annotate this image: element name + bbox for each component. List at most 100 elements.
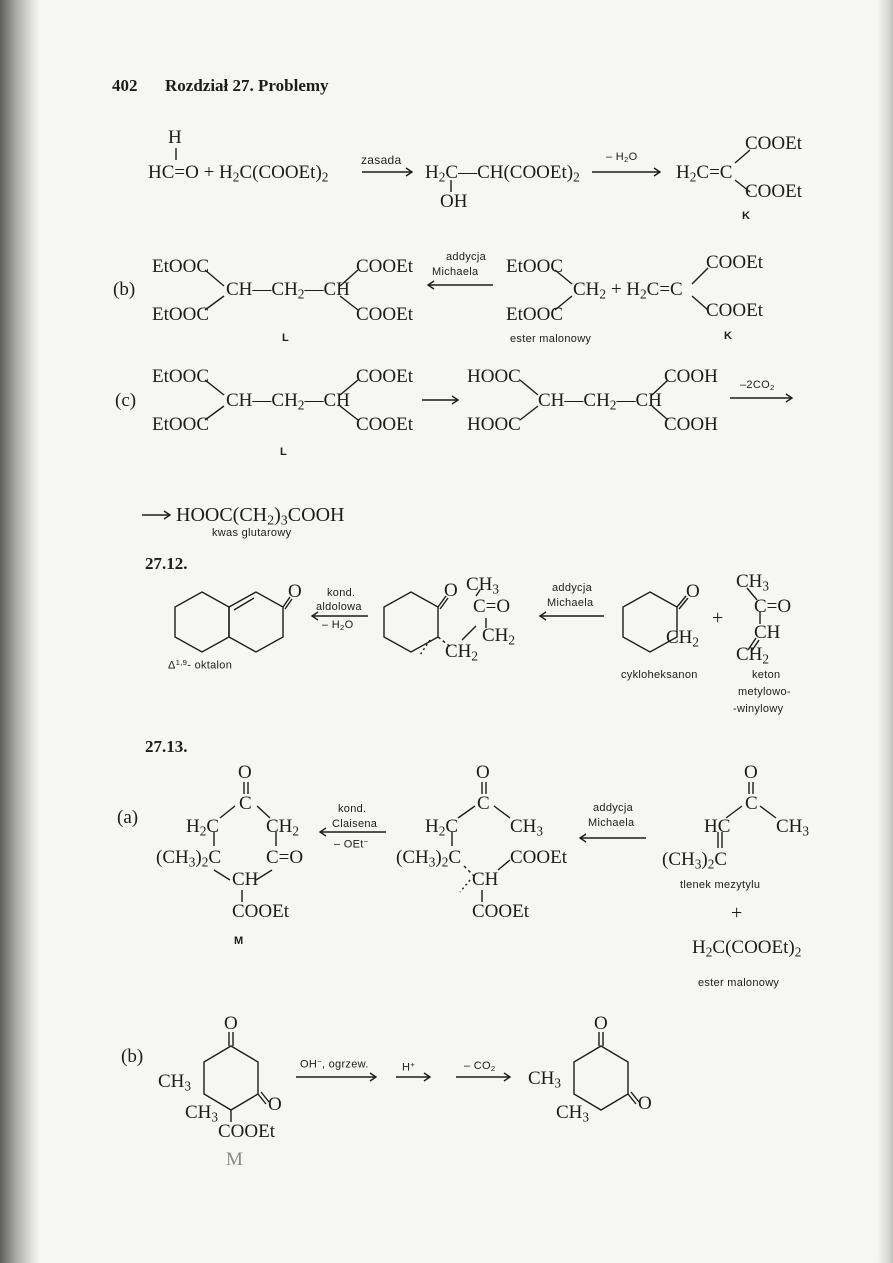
caption-ester-malonowy: ester malonowy: [698, 977, 780, 989]
subscript: 2: [490, 1063, 496, 1073]
methylene-group: CH2: [482, 626, 515, 647]
subscript: 2: [321, 169, 329, 185]
minus-co: –2CO: [740, 379, 770, 391]
subscript: 2: [689, 169, 697, 185]
formaldehyde-label: HC=O + H: [148, 162, 233, 183]
ch-label: CH: [466, 574, 493, 595]
minus-co: – CO: [464, 1060, 491, 1072]
aldol-adduct: H2C—CH(COOEt)2: [425, 163, 580, 184]
subscript: 2: [624, 154, 629, 164]
condition-minus-water: – H2O: [606, 152, 637, 164]
subscript: 3: [211, 1109, 219, 1125]
carbon: C: [206, 816, 220, 837]
subscript: 2: [640, 286, 647, 302]
compound-label-m: M: [234, 935, 244, 947]
ch-label: CH: [445, 641, 472, 662]
compound-label-l: L: [280, 446, 288, 458]
atom-h: H: [425, 816, 439, 837]
methyl-group: CH3: [158, 1072, 191, 1093]
minus-h: – H: [322, 619, 341, 631]
carbonyl-oxygen: O: [288, 581, 302, 602]
acid-group: COOH: [664, 366, 718, 387]
acid-group: HOOC: [467, 414, 521, 435]
part-label-b: (b): [113, 279, 136, 300]
superscript: 1,9: [175, 658, 188, 667]
tetraester-chain: CH—CH2—CH: [226, 279, 350, 302]
problem-number-27-13: 27.13.: [145, 737, 188, 756]
subscript: 2: [297, 286, 305, 302]
methylene-group: H2C: [425, 817, 458, 838]
subscript: 2: [573, 169, 580, 185]
plus-h: + H: [606, 279, 640, 300]
condition-aldolowa: aldolowa: [316, 601, 362, 613]
ch-label: (CH: [662, 849, 695, 870]
caption-kwas-glutarowy: kwas glutarowy: [212, 527, 292, 539]
chain-label: CH—CH: [226, 279, 298, 300]
minus-h: – H: [606, 151, 625, 163]
ch-label: CH: [510, 816, 537, 837]
plus-sign: +: [712, 607, 724, 629]
carbon: C: [714, 849, 728, 870]
subscript: 2: [508, 632, 516, 648]
vinyl-ch: HC: [704, 816, 731, 837]
subscript: 3: [762, 578, 770, 594]
ester-group: COOEt: [356, 366, 413, 387]
subscript: 2: [769, 382, 775, 392]
ester-group: COOEt: [356, 414, 413, 435]
ester-group: COOEt: [232, 901, 289, 922]
subscript: 2: [609, 397, 617, 413]
vinyl-ch: CH: [754, 622, 781, 643]
subscript: 3: [188, 854, 196, 870]
double-bond-label: C=C: [696, 162, 733, 183]
caption-winylowy: -winylowy: [733, 703, 784, 715]
condition-minus-water: – H2O: [322, 620, 353, 632]
problem-number-27-12: 27.12.: [145, 554, 188, 573]
chapter-title: Rozdział 27. Problemy: [165, 76, 329, 95]
subscript: 2: [438, 823, 446, 839]
subscript: 2: [292, 823, 300, 839]
subscript: 2: [201, 854, 209, 870]
chain-label: CH—CH: [226, 390, 298, 411]
caption-oktalon: Δ1,9- oktalon: [168, 659, 232, 671]
ester-group: EtOOC: [152, 256, 209, 277]
condition-addycja: addycja: [446, 251, 487, 263]
ester-group: COOEt: [706, 300, 763, 321]
carbonyl-carbon: C: [239, 793, 252, 814]
delta: Δ: [168, 659, 176, 672]
hydroxyl-group: OH: [440, 191, 468, 212]
condition-addycja: addycja: [593, 802, 634, 814]
page-number: 402: [112, 76, 138, 95]
part-label-b: (b): [121, 1046, 144, 1067]
methylene-group: CH2: [445, 642, 478, 663]
subscript: 3: [694, 856, 702, 872]
carbonyl-oxygen: O: [744, 762, 758, 783]
subscript: 2: [199, 823, 207, 839]
condition-zasada: zasada: [361, 153, 402, 167]
subscript: 3: [582, 1109, 590, 1125]
ester-group: EtOOC: [152, 304, 209, 325]
compound-label-m: M: [226, 1149, 243, 1170]
ester-group: COOEt: [356, 304, 413, 325]
subscript: 2: [297, 397, 305, 413]
methylene-group: CH2: [266, 817, 299, 838]
ch-label: CH: [666, 627, 693, 648]
ch-label: CH: [736, 644, 763, 665]
ch-label: (CH: [396, 847, 429, 868]
subscript: 3: [802, 823, 810, 839]
subscript: 2: [794, 944, 802, 960]
tetraester-chain: CH—CH2—CH: [226, 390, 350, 413]
carbonyl-carbon: C: [745, 793, 758, 814]
ch-label: CH: [158, 1071, 185, 1092]
ketone-group: C=O: [473, 596, 511, 617]
carbonyl-oxygen: O: [594, 1013, 608, 1034]
subscript: 3: [492, 581, 500, 597]
ch-label: CH: [736, 571, 763, 592]
carbonyl-oxygen: O: [686, 581, 700, 602]
subscript: 3: [428, 854, 436, 870]
chain-label: CH—CH: [538, 390, 610, 411]
acid-group: COOH: [664, 414, 718, 435]
atom-h: H: [676, 162, 690, 183]
caption-ester-malonowy: ester malonowy: [510, 333, 592, 345]
ch-label: CH: [482, 625, 509, 646]
